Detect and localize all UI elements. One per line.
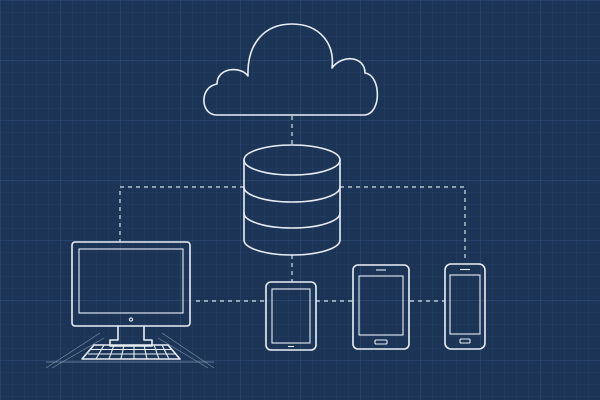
tablet-icon bbox=[265, 281, 317, 351]
desktop-monitor-icon bbox=[71, 241, 191, 347]
perspective-lines bbox=[45, 332, 215, 369]
smartphone-icon bbox=[444, 263, 486, 350]
connectors bbox=[119, 116, 466, 302]
connector-database-phone bbox=[340, 186, 466, 262]
cloud-icon bbox=[203, 23, 379, 116]
keyboard-icon bbox=[81, 344, 181, 360]
connector-database-desktop bbox=[119, 186, 244, 242]
tablet-icon bbox=[352, 264, 410, 350]
database-icon bbox=[243, 144, 341, 256]
